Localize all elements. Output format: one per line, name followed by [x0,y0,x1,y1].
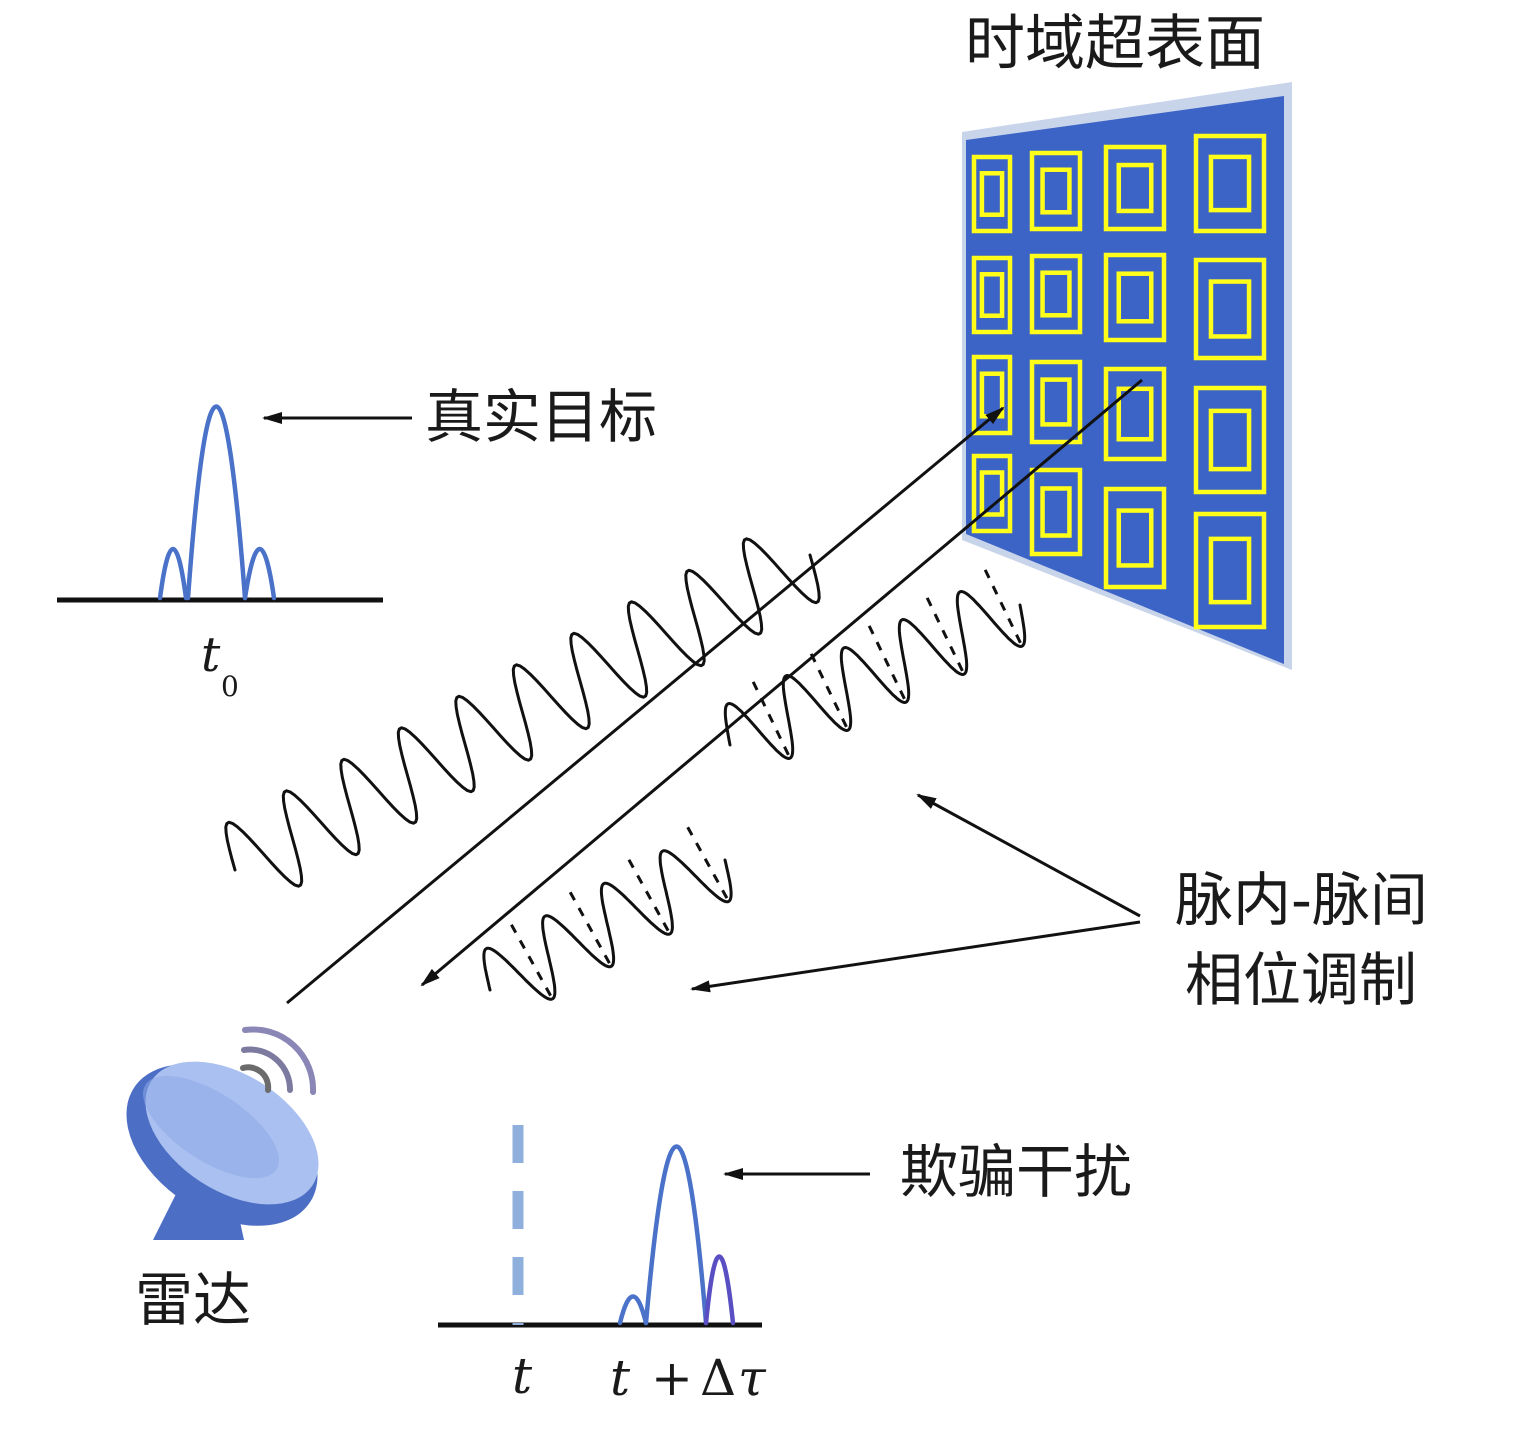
t-delay-tau: τ [738,1349,767,1407]
t0-label: t [201,627,221,683]
inner-ring [1116,162,1154,214]
metasurface-unit-cell [1193,511,1267,630]
deception-sidelobe-right [703,1254,736,1326]
radar-dish-shade [143,1075,279,1179]
metasurface-unit-cell [1103,486,1167,590]
deception-pulse [438,1125,762,1328]
incident-wave-train [224,537,821,888]
metasurface-unit-cell [1029,253,1083,335]
metasurface-unit-cell [971,255,1013,335]
reflected-wave-group-1 [482,820,733,1001]
real-target-mainlobe [185,404,248,601]
outer-ring [1193,257,1267,361]
phase-shift-marker [807,647,848,728]
incident-wave-arrow [286,406,1005,1005]
modulation-arrow-upper [916,793,1141,918]
metasurface-unit-cell [1193,257,1267,361]
inner-ring [1040,377,1072,427]
inner-ring [1040,486,1072,538]
metasurface-unit-cell [971,453,1013,534]
modulation-arrow-lower [690,920,1141,993]
t-delay-plus: + [651,1349,693,1407]
wave-trains [224,537,1027,1001]
wave-path [224,537,821,888]
inner-ring [1040,167,1072,215]
metasurface-cells [971,133,1267,630]
phase-shift-marker [506,918,552,997]
wave-path [723,590,1027,760]
outer-ring [971,255,1013,335]
metasurface-unit-cell [1029,359,1083,445]
outer-ring [971,453,1013,534]
modulation-label-line1: 脉内-脉间 [1175,866,1428,934]
metasurface-unit-cell [1193,133,1267,234]
outer-ring [1193,133,1267,234]
inner-ring [1208,279,1252,339]
signal-arc-1 [240,1064,272,1093]
t-delay-delta: Δ [700,1349,736,1407]
inner-ring [979,171,1005,217]
signal-waves-icon [240,1026,317,1095]
outer-ring [1103,366,1167,462]
radar-label: 雷达 [135,1266,251,1334]
outer-ring [1029,359,1083,445]
metasurface-unit-cell [1193,385,1267,495]
outer-ring [1103,486,1167,590]
outer-ring [1103,144,1167,232]
outer-ring [1029,253,1083,335]
inner-ring [1208,408,1252,472]
real-target-label: 真实目标 [425,383,657,451]
phase-shift-marker [683,820,729,899]
inner-ring [1116,271,1154,324]
deception-mainlobe [643,1144,709,1326]
phase-shift-marker [865,619,906,700]
inner-ring [979,272,1005,318]
inner-ring [1116,508,1154,568]
metasurface-unit-cell [1103,252,1167,343]
reflected-wave-group-2 [723,563,1027,760]
inner-ring [979,470,1005,517]
metasurface-panel [966,96,1284,664]
deception-sidelobe-left [617,1294,649,1326]
deception-label: 欺骗干扰 [900,1138,1132,1206]
radar-dish-icon [126,1061,319,1240]
outer-ring [971,154,1013,234]
metasurface-unit-cell [1103,144,1167,232]
outer-ring [971,354,1013,436]
t-label: t [512,1347,533,1405]
t-delay-t: t [610,1349,631,1407]
metasurface-label: 时域超表面 [965,9,1265,79]
metasurface-unit-cell [971,154,1013,234]
signal-arc-2 [241,1046,294,1093]
metasurface-unit-cell [1029,467,1083,557]
inner-ring [1208,154,1252,213]
wave-path [482,849,733,1001]
inner-ring [1116,386,1154,442]
phase-shift-marker [624,853,670,932]
real-target-sidelobe-right [242,546,277,601]
metasurface-unit-cell [1103,366,1167,462]
phase-shift-marker [981,563,1022,644]
outer-ring [1029,467,1083,557]
modulation-label-line2: 相位调制 [1185,946,1417,1014]
metasurface-unit-cell [1029,150,1083,232]
metasurface [962,82,1292,670]
inner-ring [1208,536,1252,605]
outer-ring [1193,511,1267,630]
outer-ring [1103,252,1167,343]
real-target-sidelobe-left [157,546,189,601]
real-target-pulse [57,404,383,603]
t0-subscript: 0 [221,670,239,703]
phase-shift-marker [923,591,964,672]
phase-shift-marker [565,885,611,964]
signal-arc-3 [242,1026,317,1095]
inner-ring [1040,270,1072,318]
outer-ring [1193,385,1267,495]
outer-ring [1029,150,1083,232]
phase-shift-marker [749,675,790,756]
